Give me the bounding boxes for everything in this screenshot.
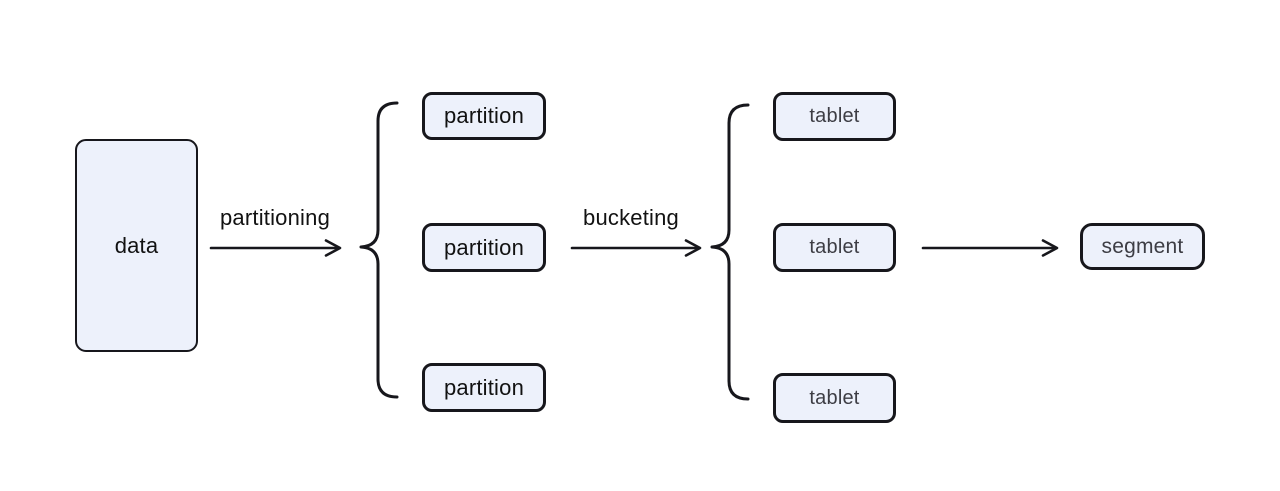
node-tablet-3: tablet: [773, 373, 896, 423]
bucketing-label: bucketing: [583, 205, 679, 230]
node-data: data: [75, 139, 198, 352]
tablets-brace: [710, 103, 750, 401]
partitions-brace: [359, 101, 399, 399]
bucketing-arrow: [570, 239, 702, 257]
partitioning-arrow: [209, 239, 342, 257]
node-tablet-1: tablet: [773, 92, 896, 141]
node-tablet-2: tablet: [773, 223, 896, 272]
node-segment: segment: [1080, 223, 1205, 270]
tablet-to-segment-arrow: [921, 239, 1059, 257]
node-partition-3: partition: [422, 363, 546, 412]
node-partition-2: partition: [422, 223, 546, 272]
partitioning-label: partitioning: [219, 205, 331, 230]
node-partition-1: partition: [422, 92, 546, 140]
